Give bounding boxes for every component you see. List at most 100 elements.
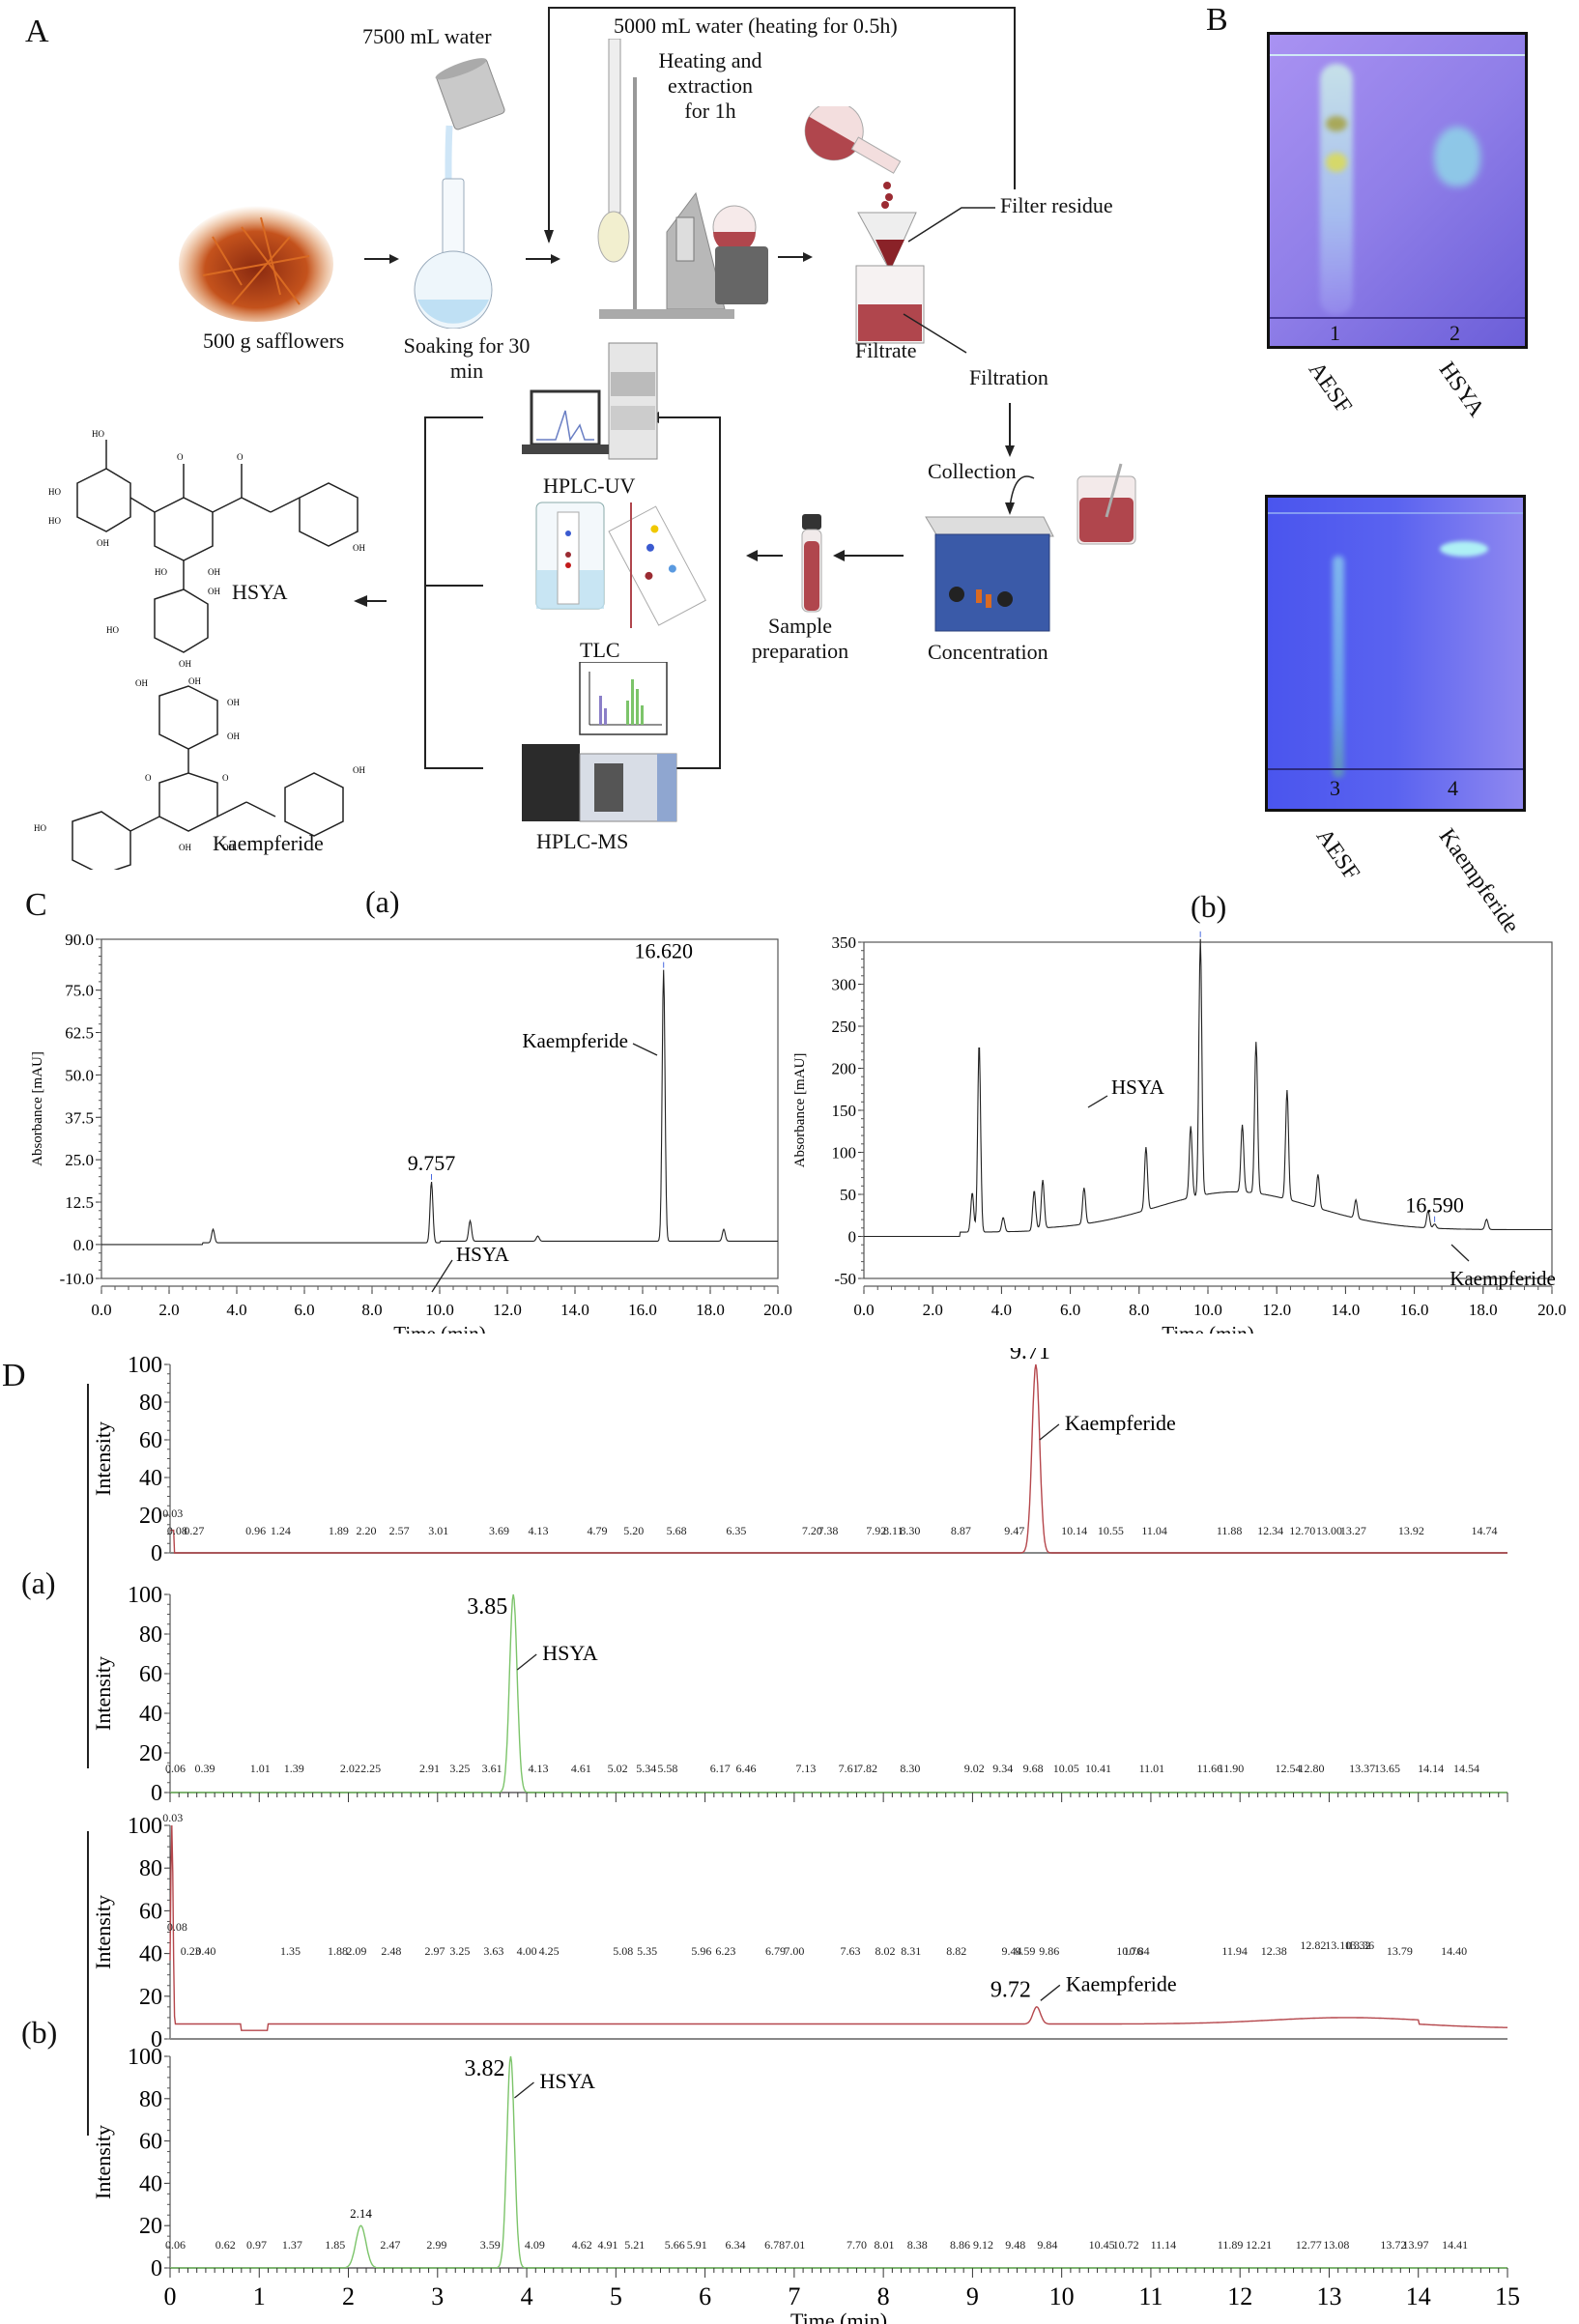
svg-text:-50: -50 [834,1270,856,1288]
soaking-label: Soaking for 30 min [403,333,531,383]
svg-text:9: 9 [966,2282,979,2310]
solvent-front [1268,512,1523,514]
svg-text:4.61: 4.61 [571,1762,591,1775]
svg-text:13.36: 13.36 [1348,1938,1374,1952]
svg-text:0: 0 [848,1228,857,1247]
svg-text:1.85: 1.85 [325,2238,345,2252]
svg-text:4.0: 4.0 [226,1301,246,1319]
svg-text:9.71: 9.71 [1010,1348,1050,1364]
svg-text:7.82: 7.82 [857,1762,877,1775]
svg-text:HSYA: HSYA [1111,1076,1165,1099]
svg-text:Intensity: Intensity [91,2125,115,2199]
svg-text:60: 60 [139,2130,162,2155]
svg-text:4: 4 [521,2282,533,2310]
svg-text:200: 200 [832,1060,857,1078]
svg-text:11.01: 11.01 [1139,1762,1165,1775]
svg-text:2.97: 2.97 [425,1944,445,1958]
svg-text:10.14: 10.14 [1061,1524,1087,1537]
svg-text:3.69: 3.69 [489,1524,509,1537]
svg-text:10.0: 10.0 [425,1301,454,1319]
svg-text:0.0: 0.0 [853,1301,874,1319]
svg-text:OH: OH [353,543,365,553]
svg-text:7.61: 7.61 [839,1762,859,1775]
lane-number: 2 [1450,321,1460,345]
svg-text:5.96: 5.96 [691,1944,711,1958]
svg-text:14.74: 14.74 [1472,1524,1498,1537]
origin-line [1270,317,1525,319]
svg-text:6: 6 [699,2282,711,2310]
svg-text:10.84: 10.84 [1124,1944,1150,1958]
svg-text:13.27: 13.27 [1340,1524,1366,1537]
svg-text:4.25: 4.25 [539,1944,560,1958]
svg-text:6.17: 6.17 [710,1762,731,1775]
svg-text:3.61: 3.61 [482,1762,502,1775]
svg-text:7.13: 7.13 [795,1762,816,1775]
svg-text:1.24: 1.24 [271,1524,291,1537]
svg-text:3.25: 3.25 [449,1944,470,1958]
svg-text:HSYA: HSYA [539,2069,595,2093]
svg-text:Intensity: Intensity [91,1895,115,1969]
svg-text:0.27: 0.27 [184,1524,204,1537]
svg-text:1.35: 1.35 [280,1944,301,1958]
svg-text:OH: OH [222,843,235,852]
svg-text:1.88: 1.88 [328,1944,348,1958]
svg-text:Kaempferide: Kaempferide [522,1029,628,1052]
svg-text:8.11: 8.11 [883,1524,904,1537]
svg-text:14.0: 14.0 [1332,1301,1361,1319]
svg-text:1.37: 1.37 [282,2238,302,2252]
svg-text:9.84: 9.84 [1037,2238,1057,2252]
svg-text:14: 14 [1406,2282,1431,2310]
arrow-right-icon [526,254,560,264]
svg-text:9.757: 9.757 [408,1151,456,1175]
svg-text:37.5: 37.5 [65,1108,94,1127]
svg-text:0: 0 [151,1781,162,1806]
svg-text:2.25: 2.25 [360,1762,381,1775]
svg-text:3.85: 3.85 [467,1594,507,1620]
svg-text:10.05: 10.05 [1053,1762,1079,1775]
filtration-label: Filtration [969,365,1048,389]
svg-text:100: 100 [128,1353,162,1378]
svg-text:5.21: 5.21 [624,2238,645,2252]
svg-text:9.780: 9.780 [1176,928,1224,932]
concentration-label: Concentration [928,640,1048,664]
svg-text:13.10: 13.10 [1325,1938,1351,1952]
svg-text:15: 15 [1495,2282,1520,2310]
svg-text:8.0: 8.0 [1129,1301,1149,1319]
svg-text:12.38: 12.38 [1261,1944,1287,1958]
svg-text:6.79: 6.79 [765,1944,786,1958]
svg-text:3.82: 3.82 [464,2056,504,2081]
svg-text:OH: OH [135,678,148,688]
panel-label-d: D [2,1358,26,1393]
svg-text:3.59: 3.59 [480,2238,501,2252]
svg-text:2.91: 2.91 [419,1762,440,1775]
lane-number: 4 [1448,776,1458,800]
svg-text:14.0: 14.0 [560,1301,589,1319]
svg-text:18.0: 18.0 [696,1301,725,1319]
svg-text:OH: OH [208,567,220,577]
svg-text:2: 2 [342,2282,355,2310]
svg-text:7.00: 7.00 [784,1944,804,1958]
svg-text:6.0: 6.0 [1060,1301,1080,1319]
svg-text:0.08: 0.08 [167,1920,187,1934]
svg-text:25.0: 25.0 [65,1151,94,1169]
svg-text:9.86: 9.86 [1039,1944,1059,1958]
svg-text:11.14: 11.14 [1151,2238,1177,2252]
svg-text:0.0: 0.0 [91,1301,111,1319]
svg-text:3: 3 [431,2282,444,2310]
svg-text:0.03: 0.03 [162,1506,183,1520]
chart-c-a-title: (a) [365,884,400,919]
hplc-uv-label: HPLC-UV [543,473,636,498]
svg-text:16.0: 16.0 [1400,1301,1429,1319]
svg-text:10.0: 10.0 [1193,1301,1222,1319]
svg-text:OH: OH [227,732,240,741]
svg-text:0.96: 0.96 [245,1524,266,1537]
svg-text:12.80: 12.80 [1299,1762,1325,1775]
svg-text:9.47: 9.47 [1004,1524,1024,1537]
rotary-evaporator-image [597,39,768,319]
svg-text:5.66: 5.66 [665,2238,685,2252]
svg-text:OH: OH [353,765,365,775]
svg-text:8.31: 8.31 [901,1944,921,1958]
svg-text:O: O [145,773,152,783]
svg-text:6.35: 6.35 [726,1524,746,1537]
